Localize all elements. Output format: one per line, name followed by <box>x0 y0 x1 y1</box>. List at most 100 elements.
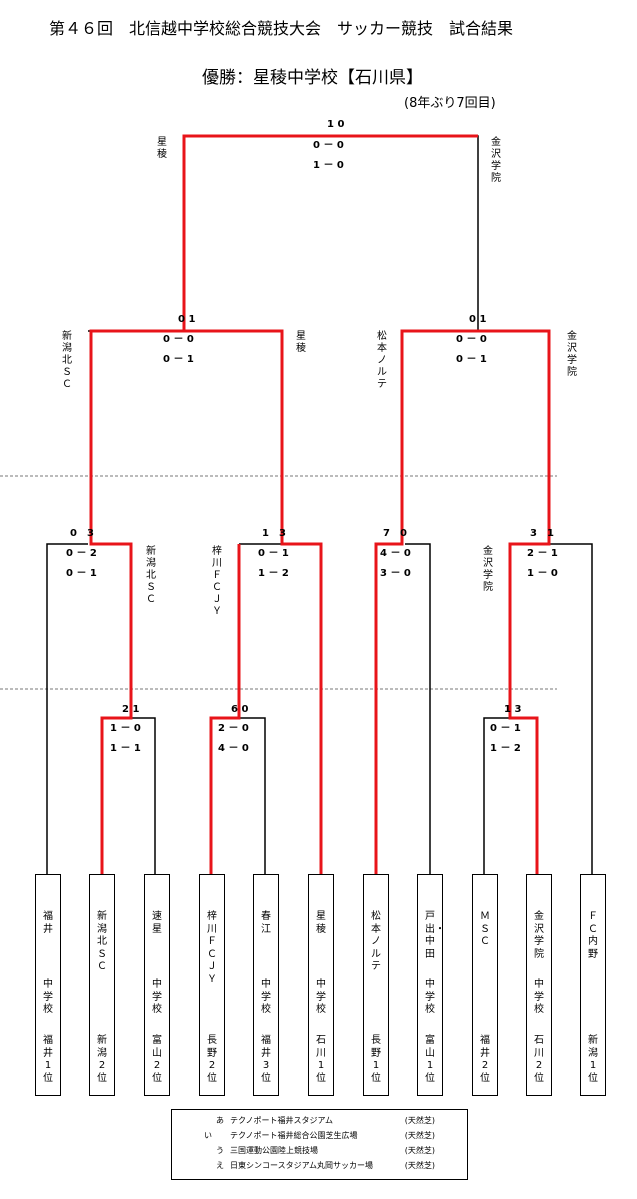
winner-path <box>478 329 551 874</box>
qf3-half-2: 3 － 0 <box>380 568 411 579</box>
r1-3-score: 1 3 <box>504 704 522 715</box>
final-right-team-label: 金沢学院 <box>491 137 501 184</box>
team-rank: 長野1位 <box>371 1035 381 1084</box>
legend-venue: 日東シンコースタジアム丸岡サッカー場 <box>230 1161 374 1170</box>
legend-venue: 三国運動公園陸上競技場 <box>230 1146 318 1155</box>
bracket-line <box>240 717 266 874</box>
team-box: ＭＳＣ 福井2位 <box>472 874 498 1096</box>
sf1-half-2: 0 － 1 <box>163 354 194 365</box>
team-box: 新潟北ＳＣ 新潟2位 <box>89 874 115 1096</box>
qf2-half-2: 1 － 2 <box>258 568 289 579</box>
team-rank: 富山1位 <box>425 1035 435 1084</box>
sf1-left-team-label: 新潟北ＳＣ <box>62 331 72 390</box>
sf2-left-team-label: 松本ノルテ <box>377 331 387 390</box>
team-box: 戸出・中田中学校富山1位 <box>417 874 445 1096</box>
r1-3-half-1: 0 － 1 <box>490 723 521 734</box>
team-rank: 福井1位 <box>43 1035 53 1084</box>
team-name: 星稜 <box>316 911 326 935</box>
sf1-right-team-label: 星稜 <box>296 331 306 354</box>
qf1-half-2: 0 － 1 <box>66 568 97 579</box>
team-name: ＦＣ内野 <box>588 911 598 960</box>
team-rank: 富山2位 <box>152 1035 162 1084</box>
venue-legend: あテクノポート福井スタジアム (天然芝) い テクノポート福井総合公園芝生広場 (天然芝… <box>171 1109 468 1180</box>
team-type: 中学校 <box>534 979 544 1015</box>
winner-path <box>209 544 241 874</box>
team-rank: 石川1位 <box>316 1035 326 1084</box>
r1-2-half-2: 4 － 0 <box>218 743 249 754</box>
team-box: 春江中学校福井3位 <box>253 874 279 1096</box>
winner-path <box>89 134 478 874</box>
champion-note: (8年ぶり7回目) <box>404 96 496 111</box>
qf2-score: 1 3 <box>262 528 286 539</box>
legend-key: あ <box>216 1116 224 1125</box>
champion-heading: 優勝：星稜中学校【石川県】 <box>202 68 423 88</box>
final-half-2: 1 － 0 <box>313 160 344 171</box>
team-type: 中学校 <box>261 979 271 1015</box>
legend-key: い <box>204 1131 212 1140</box>
page-title: 第４６回 北信越中学校総合競技大会 サッカー競技 試合結果 <box>49 19 514 38</box>
team-name: ＭＳＣ <box>480 911 490 947</box>
r1-1-half-2: 1 － 1 <box>110 743 141 754</box>
bracket-line <box>130 717 156 874</box>
team-box: 松本ノルテ長野1位 <box>363 874 389 1096</box>
team-rank: 新潟1位 <box>588 1035 598 1084</box>
team-name: 福井 <box>43 911 53 935</box>
team-box: 星稜中学校石川1位 <box>308 874 334 1096</box>
team-rank: 新潟2位 <box>97 1035 107 1084</box>
sf2-half-2: 0 － 1 <box>456 354 487 365</box>
team-rank: 福井2位 <box>480 1035 490 1084</box>
legend-key: う <box>216 1146 224 1155</box>
sf2-half-1: 0 － 0 <box>456 334 487 345</box>
team-box: 福井中学校福井1位 <box>35 874 61 1096</box>
winner-path <box>374 329 478 874</box>
legend-venue: テクノポート福井スタジアム <box>230 1116 333 1125</box>
sf2-score: 0 1 <box>469 314 487 325</box>
team-rank: 石川2位 <box>534 1035 544 1084</box>
final-half-1: 0 － 0 <box>313 140 344 151</box>
sf1-half-1: 0 － 0 <box>163 334 194 345</box>
team-name: 金沢学院 <box>534 911 544 960</box>
winner-path <box>184 329 323 874</box>
legend-surface: (天然芝) <box>404 1116 435 1125</box>
team-rank: 福井3位 <box>261 1035 271 1084</box>
sf2-right-team-label: 金沢学院 <box>567 331 577 378</box>
team-box: ＦＣ内野新潟1位 <box>580 874 606 1096</box>
bracket-line <box>405 543 431 874</box>
bracket-line <box>46 543 88 874</box>
qf1-half-1: 0 － 2 <box>66 548 97 559</box>
qf1-winner-label: 新潟北ＳＣ <box>146 546 156 605</box>
bracket-line <box>483 717 510 874</box>
team-name: 梓川ＦＣＪＹ <box>207 911 217 985</box>
r1-1-half-1: 1 － 0 <box>110 723 141 734</box>
team-name: 松本ノルテ <box>371 911 381 972</box>
legend-surface: (天然芝) <box>404 1131 435 1140</box>
team-box: 金沢学院中学校石川2位 <box>526 874 552 1096</box>
team-name: 春江 <box>261 911 271 935</box>
qf4-half-1: 2 － 1 <box>527 548 558 559</box>
legend-venue: テクノポート福井総合公園芝生広場 <box>230 1131 358 1140</box>
team-name: 戸出・中田 <box>425 911 445 960</box>
r1-2-half-1: 2 － 0 <box>218 723 249 734</box>
qf1-score: 0 3 <box>70 528 94 539</box>
team-type: 中学校 <box>43 979 53 1015</box>
team-rank: 長野2位 <box>207 1035 217 1084</box>
r1-3-half-2: 1 － 2 <box>490 743 521 754</box>
team-name: 新潟北ＳＣ <box>97 911 107 972</box>
qf2-winner-label: 梓川ＦＣＪＹ <box>212 546 222 617</box>
legend-key: え <box>216 1161 224 1170</box>
final-score: 1 0 <box>327 119 345 130</box>
legend-surface: (天然芝) <box>404 1146 435 1155</box>
qf4-score: 3 1 <box>530 528 554 539</box>
final-left-team-label: 星稜 <box>157 137 167 160</box>
r1-1-score: 2 1 <box>122 704 140 715</box>
qf4-winner-label: 金沢学院 <box>483 546 493 593</box>
bracket-line <box>549 543 593 874</box>
team-type: 中学校 <box>152 979 162 1015</box>
r1-2-score: 6 0 <box>231 704 249 715</box>
team-box: 梓川ＦＣＪＹ 長野2位 <box>199 874 225 1096</box>
qf4-half-2: 1 － 0 <box>527 568 558 579</box>
team-type: 中学校 <box>316 979 326 1015</box>
qf3-half-1: 4 － 0 <box>380 548 411 559</box>
team-name: 速星 <box>152 911 162 935</box>
